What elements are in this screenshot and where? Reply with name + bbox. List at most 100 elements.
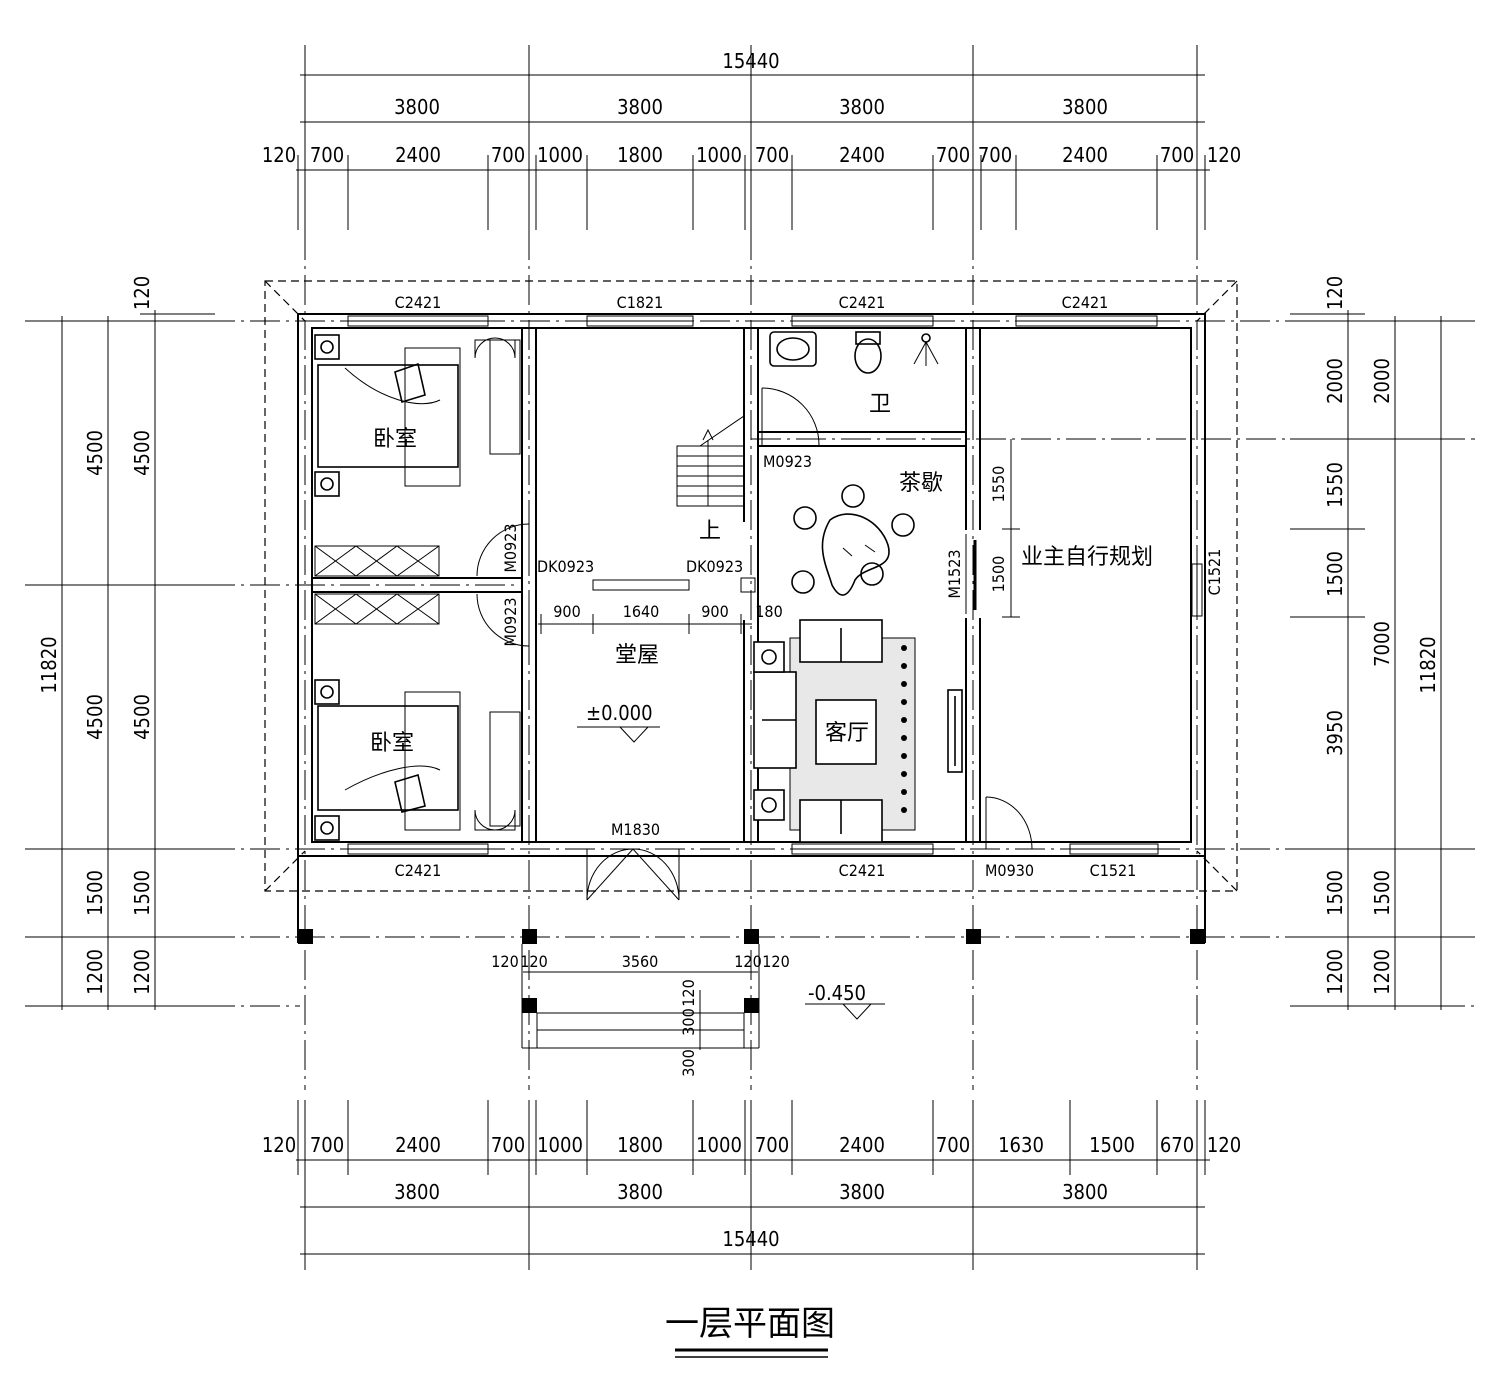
room-hall: 堂屋 (615, 643, 659, 668)
dim: 1640 (623, 602, 660, 621)
dim: 700 (978, 143, 1012, 167)
dim: 2400 (839, 143, 885, 167)
dim: 1200 (1370, 949, 1394, 995)
dim: 2400 (395, 1133, 441, 1157)
dim: 2000 (1370, 358, 1394, 404)
room-bathroom: 卫 (869, 392, 891, 417)
dim: 1000 (696, 1133, 742, 1157)
bottom-bay-dim: 3800 (1062, 1180, 1108, 1204)
bottom-bay-dim: 3800 (617, 1180, 663, 1204)
dim: 1500 (83, 870, 107, 916)
window-label: C2421 (839, 293, 886, 312)
doors (476, 387, 1033, 901)
top-bay-dim: 3800 (1062, 95, 1108, 119)
tea-table (791, 484, 915, 596)
bottom-detail-dims: 120 700 2400 700 1000 1800 1000 700 2400… (262, 1133, 1241, 1157)
door-label: M1523 (945, 549, 964, 598)
dim: 1550 (1323, 462, 1347, 508)
door-label: M0923 (501, 597, 520, 646)
dim: 1500 (1323, 551, 1347, 597)
dim: 700 (1160, 143, 1194, 167)
closets (314, 545, 440, 625)
dim: 1550 (989, 466, 1008, 503)
roof-outline (264, 280, 1238, 892)
dim: 180 (755, 602, 782, 621)
dim: 1500 (130, 870, 154, 916)
door-label: M0923 (501, 523, 520, 572)
room-names: 卧室 卧室 堂屋 卫 茶歇 客厅 业主自行规划 上 (370, 392, 1153, 756)
dim: 700 (755, 143, 789, 167)
dim: 1630 (998, 1133, 1044, 1157)
dim: 1000 (537, 1133, 583, 1157)
component-labels: C2421 C1821 C2421 C2421 C2421 C2421 C152… (395, 293, 1224, 1005)
living-room-furniture (753, 619, 963, 843)
dim: 120 (1207, 143, 1241, 167)
dim: 2400 (1062, 143, 1108, 167)
dim: 700 (755, 1133, 789, 1157)
bottom-bay-dim: 3800 (394, 1180, 440, 1204)
drawing-title: 一层平面图 (665, 1304, 835, 1358)
top-detail-dims: 120 700 2400 700 1000 1800 1000 700 2400… (262, 143, 1241, 167)
opening-dk-left (592, 579, 690, 591)
top-bay-dim: 3800 (617, 95, 663, 119)
elevation-indoor: ±0.000 (586, 701, 653, 725)
top-dimensions: 15440 3800 3800 3800 3800 120 700 2400 7… (262, 45, 1241, 230)
right-dimensions: 120 2000 1550 1500 3950 1500 1200 2000 7… (1290, 276, 1465, 1010)
dim: 700 (936, 1133, 970, 1157)
left-dimensions: 11820 4500 4500 1500 1200 120 4500 4500 … (37, 276, 215, 1010)
bed-top (314, 334, 521, 497)
dim: 120 (762, 952, 789, 971)
window-label: C2421 (1062, 293, 1109, 312)
dim: 700 (936, 143, 970, 167)
dim: 1000 (696, 143, 742, 167)
bathroom-fixtures (769, 331, 939, 374)
bottom-bay-dim: 3800 (839, 1180, 885, 1204)
dim: 120 (262, 143, 296, 167)
dim: 300 (679, 1049, 698, 1076)
window-label: C1821 (617, 293, 664, 312)
dim: 120 (130, 276, 154, 310)
left-total-dim: 11820 (37, 636, 61, 693)
dim: 120 (1207, 1133, 1241, 1157)
window-label: C2421 (839, 861, 886, 880)
opening-label: DK0923 (537, 557, 594, 576)
dim: 4500 (130, 694, 154, 740)
dim: 120 (1323, 276, 1347, 310)
window-label: C2421 (395, 293, 442, 312)
dim: 700 (310, 1133, 344, 1157)
dim: 120 (262, 1133, 296, 1157)
dim: 120 (734, 952, 761, 971)
dim: 4500 (83, 430, 107, 476)
bottom-total-dim: 15440 (722, 1227, 779, 1251)
dim: 1800 (617, 143, 663, 167)
dim: 900 (553, 602, 580, 621)
stair-up-label: 上 (699, 519, 721, 544)
dim: 300 (679, 1008, 698, 1035)
room-bedroom-bottom: 卧室 (370, 731, 414, 756)
page-title: 一层平面图 (665, 1304, 835, 1344)
room-bedroom-top: 卧室 (373, 427, 417, 452)
dim: 1000 (537, 143, 583, 167)
steps-dimensions: 120 120 3560 120 120 120 300 300 (491, 952, 789, 1077)
room-living: 客厅 (825, 721, 869, 746)
window-label: C1521 (1090, 861, 1137, 880)
top-bay-dim: 3800 (839, 95, 885, 119)
door-label: M1830 (611, 820, 660, 839)
building: 900 1640 900 180 1550 1500 (264, 280, 1238, 1050)
dim: 700 (310, 143, 344, 167)
door-label: M0930 (985, 861, 1034, 880)
dim: 2400 (839, 1133, 885, 1157)
dim: 2400 (395, 143, 441, 167)
hall-dimensions: 900 1640 900 180 (538, 602, 783, 634)
dim: 700 (491, 143, 525, 167)
bed-bottom (314, 679, 521, 841)
opening-dk-right (740, 577, 756, 593)
dim: 1500 (1089, 1133, 1135, 1157)
window-label: C1521 (1205, 549, 1224, 596)
right-total-dim: 11820 (1416, 636, 1440, 693)
dim: 1200 (130, 949, 154, 995)
dim: 1200 (83, 949, 107, 995)
dim: 4500 (83, 694, 107, 740)
dim: 120 (679, 979, 698, 1006)
